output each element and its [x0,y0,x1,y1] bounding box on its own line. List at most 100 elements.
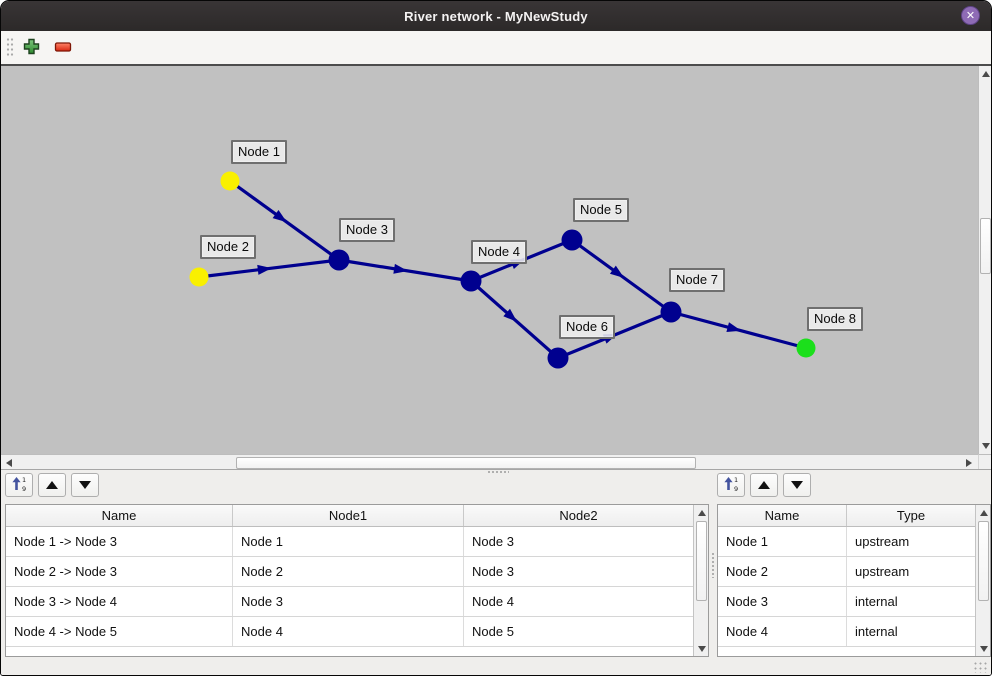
network-node[interactable] [561,229,583,251]
table-cell[interactable]: internal [855,624,898,639]
network-node[interactable] [328,249,350,271]
column-header[interactable]: Name [6,505,233,526]
scroll-down-button[interactable] [695,642,708,655]
nodes-move-up-button[interactable] [750,473,778,497]
arrow-down-icon [697,645,706,652]
node-label: Node 8 [807,307,863,331]
table-cell[interactable]: Node 3 [233,587,464,616]
green-plus-icon [23,38,40,58]
network-node[interactable] [660,301,682,323]
branches-table-scrollbar[interactable] [693,505,708,656]
edge-arrow-icon [393,263,408,274]
table-cell[interactable]: Node 4 -> Node 5 [6,617,233,646]
horizontal-splitter-handle[interactable] [487,470,509,474]
scroll-up-button[interactable] [980,67,991,81]
scroll-down-button[interactable] [977,642,990,655]
branches-sort-button[interactable]: 1 9 [5,473,33,497]
table-cell[interactable]: internal [855,594,898,609]
scrollbar-thumb[interactable] [696,521,707,601]
remove-button[interactable] [53,39,73,57]
table-cell[interactable]: Node 3 -> Node 4 [6,587,233,616]
triangle-up-icon [46,481,58,489]
arrow-down-icon [979,645,988,652]
toolbar-grip[interactable] [6,37,14,58]
triangle-up-icon [758,481,770,489]
nodes-table-scrollbar[interactable] [975,505,990,656]
svg-text:9: 9 [734,485,738,492]
node-label: Node 5 [573,198,629,222]
table-row[interactable]: Node 2 upstream [718,557,990,587]
table-cell[interactable]: Node 2 [233,557,464,586]
table-cell[interactable]: Node 2 [718,557,847,586]
table-cell[interactable]: Node 1 -> Node 3 [6,527,233,556]
scrollbar-thumb[interactable] [978,521,989,601]
table-cell[interactable]: Node 3 [718,587,847,616]
scrollbar-thumb[interactable] [980,218,991,274]
table-cell[interactable]: Node 1 [233,527,464,556]
arrow-up-icon [979,509,988,516]
node-label: Node 3 [339,218,395,242]
network-node[interactable] [547,347,569,369]
branches-move-down-button[interactable] [71,473,99,497]
table-cell[interactable]: upstream [855,534,910,549]
network-node[interactable] [189,267,209,287]
column-header[interactable]: Node2 [559,508,598,523]
scroll-up-button[interactable] [695,506,708,519]
titlebar[interactable]: River network - MyNewStudy ✕ [1,1,991,31]
table-cell[interactable]: Node 2 -> Node 3 [6,557,233,586]
sort-ascending-icon: 1 9 [11,476,28,495]
nodes-sort-button[interactable]: 1 9 [717,473,745,497]
canvas-horizontal-scrollbar[interactable] [1,454,978,469]
toolbar [1,31,991,64]
svg-text:1: 1 [734,476,738,484]
table-row[interactable]: Node 1 upstream [718,527,990,557]
table-row[interactable]: Node 3 internal [718,587,990,617]
network-node[interactable] [796,338,816,358]
scrollbar-thumb[interactable] [236,457,696,469]
add-button[interactable] [21,38,41,58]
node-label: Node 2 [200,235,256,259]
column-header[interactable]: Node1 [233,505,464,526]
table-cell[interactable]: Node 4 [233,617,464,646]
table-header-row: Name Type [718,505,990,527]
table-cell[interactable]: Node 4 [472,594,514,609]
scroll-left-button[interactable] [2,456,16,469]
table-cell[interactable]: Node 3 [472,534,514,549]
window-resize-grip[interactable] [972,660,988,673]
table-cell[interactable]: Node 5 [472,624,514,639]
close-icon: ✕ [965,10,976,22]
table-cell[interactable]: upstream [855,564,910,579]
branches-move-up-button[interactable] [38,473,66,497]
vertical-splitter-handle[interactable] [711,552,715,578]
canvas-vertical-scrollbar[interactable] [978,66,991,454]
table-cell[interactable]: Node 3 [472,564,514,579]
scroll-up-button[interactable] [977,506,990,519]
network-node[interactable] [460,270,482,292]
table-cell[interactable]: Node 1 [718,527,847,556]
arrow-right-icon [966,458,972,467]
table-cell[interactable]: Node 4 [718,617,847,646]
node-label: Node 6 [559,315,615,339]
column-header[interactable]: Type [896,508,926,523]
table-row[interactable]: Node 4 internal [718,617,990,647]
triangle-down-icon [79,481,91,489]
arrow-down-icon [982,443,990,449]
scroll-right-button[interactable] [962,456,976,469]
scroll-down-button[interactable] [980,439,991,453]
network-node[interactable] [220,171,240,191]
close-button[interactable]: ✕ [961,6,980,25]
column-header[interactable]: Name [718,505,847,526]
edge-arrow-icon [726,322,742,332]
nodes-move-down-button[interactable] [783,473,811,497]
